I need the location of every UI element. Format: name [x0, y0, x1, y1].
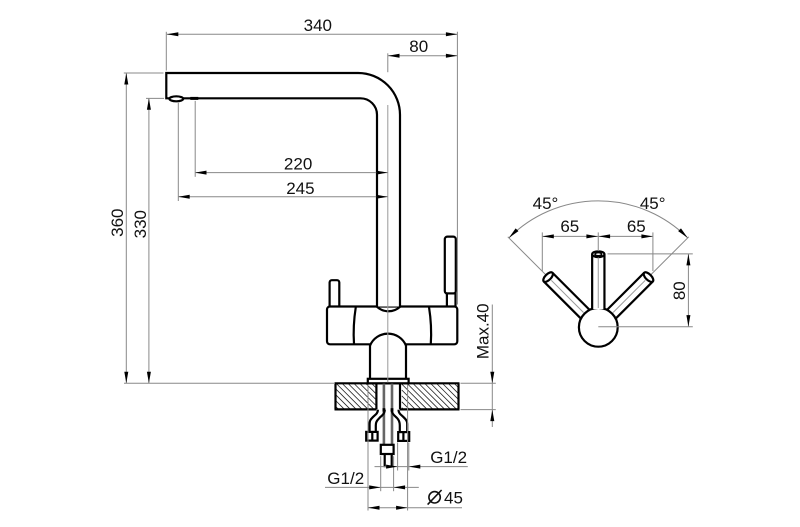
svg-text:G1/2: G1/2	[430, 448, 467, 467]
svg-text:Max.40: Max.40	[474, 303, 493, 359]
svg-text:45: 45	[444, 489, 463, 508]
svg-text:80: 80	[409, 37, 428, 56]
svg-text:45°: 45°	[533, 194, 559, 213]
svg-text:340: 340	[304, 16, 332, 35]
svg-text:80: 80	[670, 281, 689, 300]
svg-text:45°: 45°	[640, 194, 666, 213]
svg-text:220: 220	[284, 155, 312, 174]
svg-text:65: 65	[627, 217, 646, 236]
svg-text:330: 330	[131, 210, 150, 238]
svg-text:245: 245	[286, 179, 314, 198]
svg-text:65: 65	[560, 217, 579, 236]
svg-text:360: 360	[108, 209, 127, 237]
svg-text:G1/2: G1/2	[327, 469, 364, 488]
